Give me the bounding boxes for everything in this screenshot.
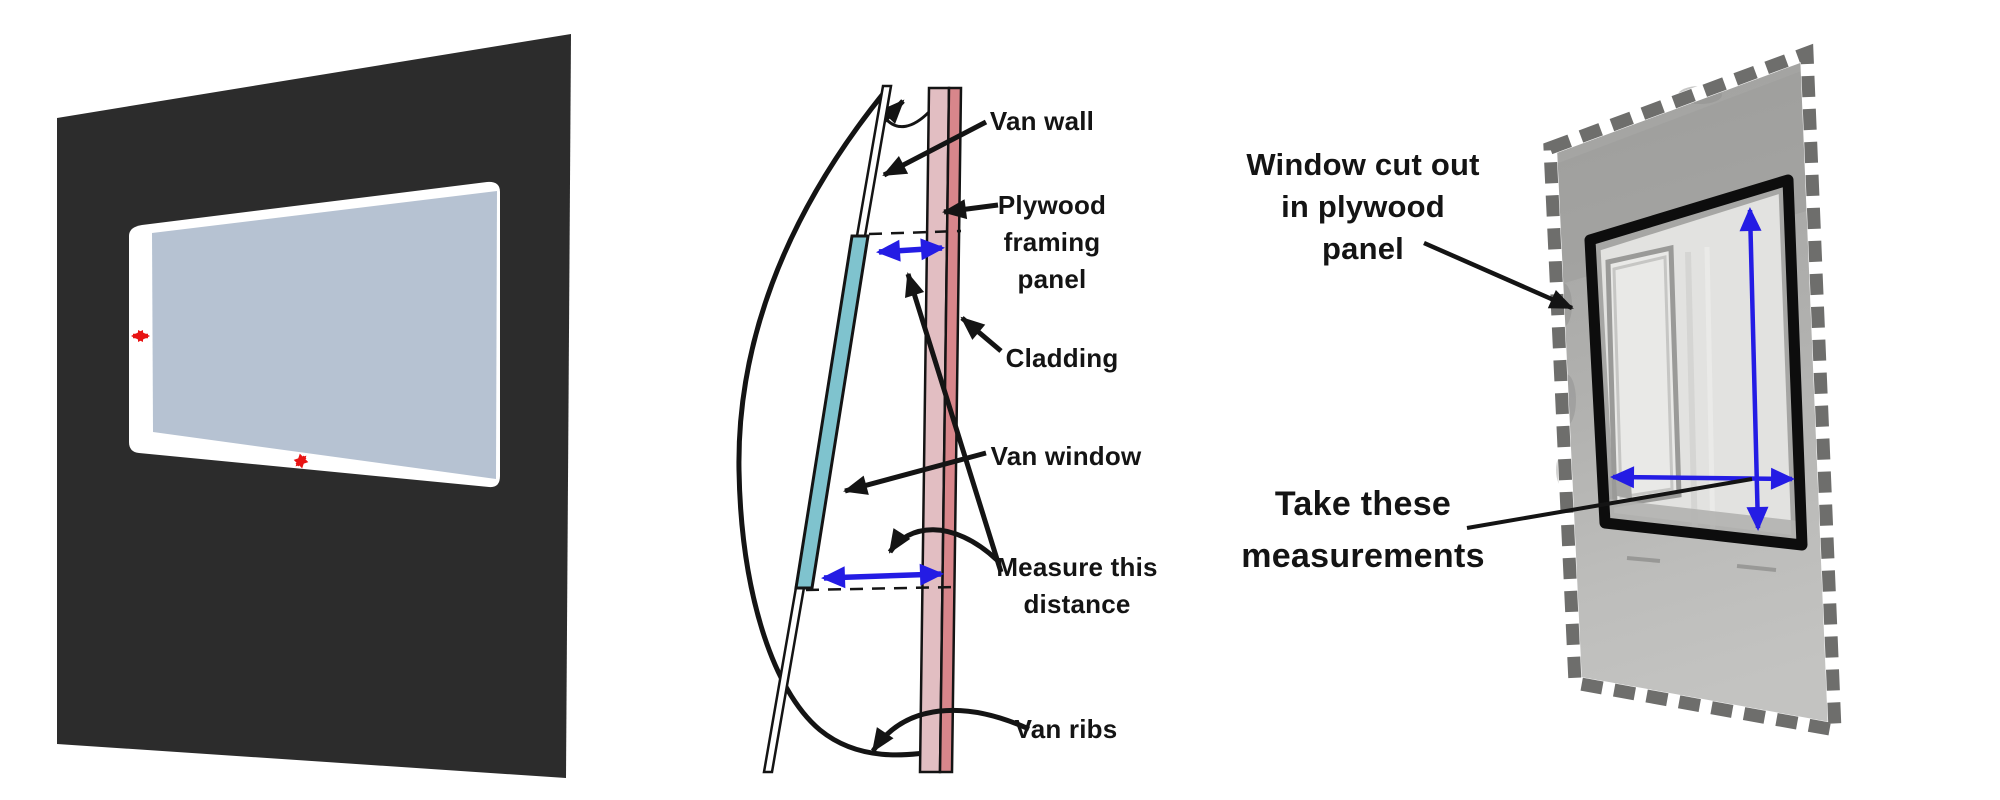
panel-smudge xyxy=(1736,564,1777,572)
van-wall-leader-arrow xyxy=(882,119,988,178)
red-gap-depth-arrow xyxy=(293,453,309,469)
rib-top-arrow xyxy=(880,99,905,124)
van-ribs-leader-arrow xyxy=(870,707,1031,753)
bottom-gap-dashed-line xyxy=(805,585,957,592)
middle-cross-section-diagram xyxy=(736,84,1031,774)
right-plywood-panel xyxy=(1423,43,1843,739)
cladding-leader-arrow xyxy=(960,316,1003,353)
label-van-wall: Van wall xyxy=(989,106,1095,136)
take-measurements-leader-line xyxy=(1466,477,1753,530)
label-van-ribs: Van ribs xyxy=(1014,714,1118,744)
measure-bottom-leader-arrow xyxy=(887,527,999,562)
measure-top-leader-arrow xyxy=(905,272,1004,573)
notched-edge-dashes xyxy=(1543,43,1842,738)
left-van-wall-panel xyxy=(57,34,571,778)
label-plywood-framing-panel: Plywood framing panel xyxy=(997,190,1107,294)
plywood-leader-arrow xyxy=(942,199,999,220)
label-take-these-measurements: Take these measurements xyxy=(1241,485,1485,575)
blue-top-gap-arrow xyxy=(876,238,945,262)
blue-cutout-width-arrow xyxy=(1610,466,1795,490)
glass-streak xyxy=(1704,246,1716,542)
van-window-strip xyxy=(794,234,870,590)
glass-corner-object xyxy=(1616,480,1632,499)
van-rib-arc xyxy=(736,87,946,758)
label-cladding: Cladding xyxy=(1005,343,1119,373)
blue-bottom-gap-arrow xyxy=(821,563,944,589)
window-glass xyxy=(152,191,497,479)
window-cutout-leader-arrow xyxy=(1423,240,1574,311)
label-measure-this-distance: Measure this distance xyxy=(996,552,1158,619)
top-gap-dashed-line xyxy=(868,229,962,236)
van-window-leader-arrow xyxy=(843,450,987,495)
inner-window-pane xyxy=(1605,244,1682,508)
panel-smudge xyxy=(1626,556,1661,563)
cladding-strip xyxy=(938,86,963,774)
label-window-cut-out: Window cut out in plywood panel xyxy=(1246,147,1480,266)
label-van-window: Van window xyxy=(990,441,1142,471)
window-frame xyxy=(1584,174,1808,551)
